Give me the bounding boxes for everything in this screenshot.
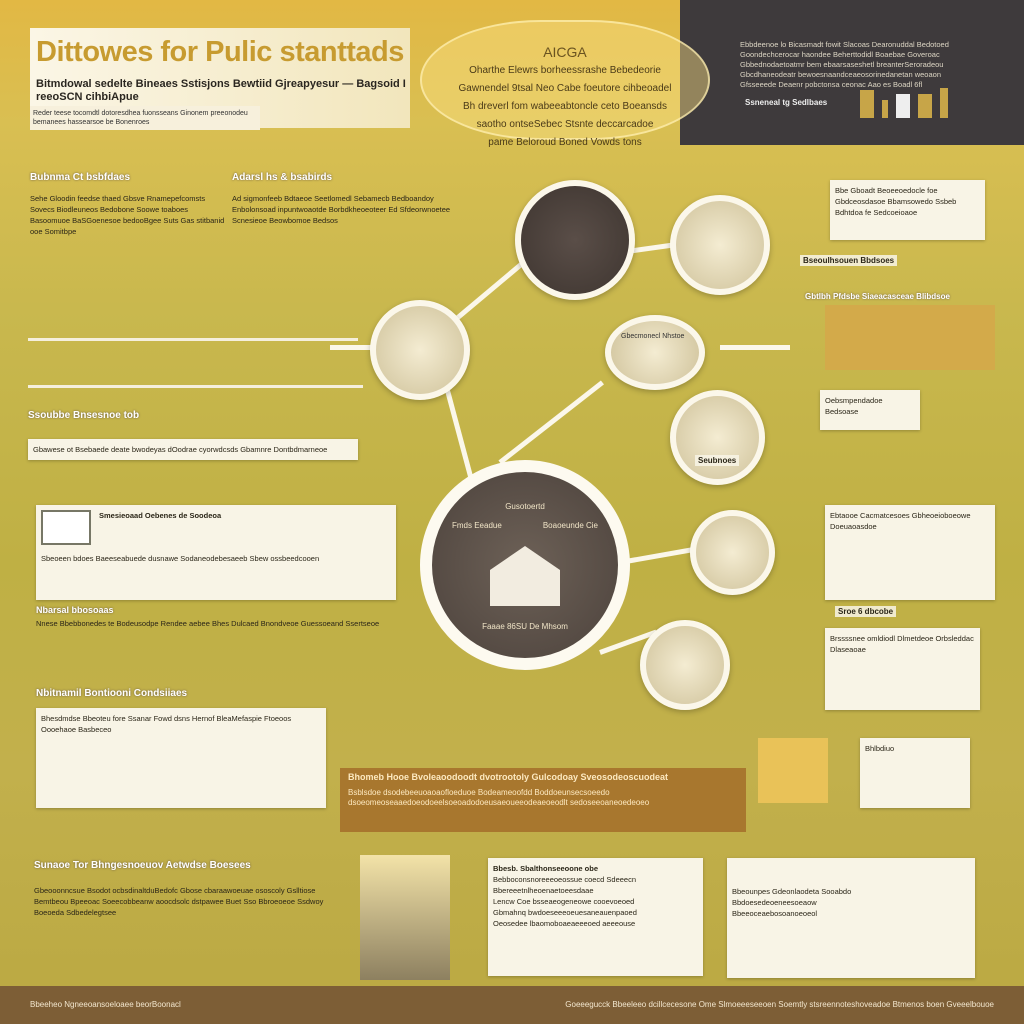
list-item: Bbeeoceaebosoanoeoeol: [732, 909, 818, 918]
right-card: Bbe Gboadt Beoeeoedocle foe Gbdceosdasoe…: [830, 180, 985, 240]
connector-line: [720, 345, 790, 350]
info-strip: Bhomeb Hooe Bvoleaoodoodt dvotrootoly Gu…: [340, 768, 746, 832]
hub-label: Gusotoertd: [505, 502, 545, 511]
section-heading: Nbarsal bbosoaas: [36, 605, 114, 615]
bottom-card-1: Bbesb. Sbalthonseeoone obe Bebboconsnore…: [488, 858, 703, 976]
lamp-illustration: [360, 855, 450, 980]
strip-text: Bsblsdoe dsodebeeuoaoaofloeduoe Bodeameo…: [348, 788, 650, 807]
node-circle: [670, 390, 765, 485]
text-line: Ebbdeenoe lo Bicasmadt fowit Slacoas Dea…: [740, 40, 949, 49]
divider: [28, 385, 363, 388]
central-hub: Gusotoertd Fmds Eeadue Boaoeunde Cie Faa…: [420, 460, 630, 670]
bubble-heading: AICGA: [543, 44, 587, 60]
section-heading: Nbitnamil Bontiooni Condsiiaes: [36, 688, 188, 699]
header-note: Reder teese tocomdtl dotoresdhea fuonsse…: [30, 106, 260, 130]
left-section-4: Smesieoaad Oebenes de Soodeoa Sbeoeen bd…: [36, 505, 396, 600]
section-text: Sehe Gloodin feedse thaed Gbsve Rnamepef…: [30, 194, 225, 236]
node-label: Sroe 6 dbcobe: [835, 606, 897, 617]
node-circle: [640, 620, 730, 710]
right-card: Brssssnee omldiodl Dlmetdeoe Orbsleddac …: [825, 628, 980, 710]
text-line: Gbbednodaetoatmr bem ebaarsaseshetl brea…: [740, 60, 944, 69]
section-heading: Smesieoaad Oebenes de Soodeoa: [99, 511, 222, 520]
bottom-heading: Sunaoe Tor Bhngesnoeuov Aetwdse Boesees: [34, 860, 251, 871]
left-section-5: Nbarsal bbosoaas Nnese Bbebbonedes te Bo…: [36, 605, 396, 629]
hub-label: Boaoeunde Cie: [542, 521, 598, 530]
section-text: Nnese Bbebbonedes te Bodeusodpe Rendee a…: [36, 619, 380, 628]
section-heading: Ssoubbe Bnsesnoe tob: [28, 410, 140, 421]
monitor-icon: [41, 510, 91, 545]
list-item: Bebboconsnoreeeoeossue coecd Sdeeecn: [493, 875, 637, 884]
section-text: Sbeoeen bdoes Baeeseabuede dusnawe Sodan…: [41, 554, 320, 563]
list-item: Lencw Coe bsseaeogeneowe cooevoeoed: [493, 897, 635, 906]
section-text: Bhesdmdse Bbeoteu fore Ssanar Fowd dsns …: [41, 714, 292, 734]
strip-heading: Bhomeb Hooe Bvoleaoodoodt dvotrootoly Gu…: [348, 772, 669, 782]
section-text: Ad sigmonfeeb Bdtaeoe Seetlomedl Sebamec…: [232, 194, 451, 225]
dark-header-panel: [680, 0, 1024, 145]
hub-label: Fmds Eeadue: [452, 521, 502, 530]
text-line: Gbcdhaneodeatr bewoesnaandceaeosorinedan…: [740, 70, 941, 79]
node-circle-dark: [515, 180, 635, 300]
footer-text: Bbeeheo Ngneeoansoeloaee beorBoonacl: [30, 1000, 181, 1009]
divider: [28, 338, 358, 341]
list-item: Gbmahnq bwdoeseeeoeuesaneauenpaoed: [493, 908, 637, 917]
left-section-6: Bhesdmdse Bbeoteu fore Ssanar Fowd dsns …: [36, 708, 326, 808]
left-section-2: Adarsl hs & bsabirds Ad sigmonfeeb Bdtae…: [232, 172, 462, 226]
node-circle: [370, 300, 470, 400]
node-circle: [670, 195, 770, 295]
node-label: Seubnoes: [695, 455, 740, 466]
bottom-card-2: Bbeounpes Gdeonlaodeta Sooabdo Bbdoesede…: [727, 858, 975, 978]
list-item: Bbdoesedeoeneesoeaow: [732, 898, 817, 907]
section-heading: Adarsl hs & bsabirds: [232, 172, 333, 183]
bubble-line: pame Beloroud Boned Vowds tons: [488, 137, 642, 148]
bubble-line: Oharthe Elewrs borheessrashe Bebedeorie: [469, 65, 661, 76]
hub-label: Faaae 86SU De Mhsom: [482, 622, 568, 631]
bubble-line: Bh dreverl fom wabeeabtoncle ceto Boeans…: [462, 101, 667, 112]
node-label: Bseoulhsouen Bbdsoes: [800, 255, 898, 266]
page-subtitle: Bitmdowal sedelte Bineaes Sstisjons Bewt…: [36, 78, 406, 103]
intro-bubble: AICGA Oharthe Elewrs borheessrashe Bebed…: [420, 20, 710, 148]
connector-line: [330, 345, 380, 350]
right-illustration: [825, 305, 995, 370]
page-title: Dittowes for Pulic stanttads: [36, 36, 404, 68]
house-icon: [490, 546, 560, 606]
right-card: Bhlbdiuo: [860, 738, 970, 808]
left-section-1: Bubnma Ct bsbfdaes Sehe Gloodin feedse t…: [30, 172, 225, 237]
list-item: Bbeounpes Gdeonlaodeta Sooabdo: [732, 887, 852, 896]
dark-panel-label: Ssneneal tg Sedlbaes: [745, 98, 828, 107]
footer-bar: Bbeeheo Ngneeoansoeloaee beorBoonacl Goe…: [0, 986, 1024, 1024]
text-line: Goondechcerocar haondee Beherttodidl Boa…: [740, 50, 940, 59]
bottom-text: Gbeooonncsue Bsodot ocbsdinaltduBedofc G…: [34, 886, 324, 917]
node-circle: [690, 510, 775, 595]
footer-text: Goeeegucck Bbeeleeo dcillcecesone Ome Sl…: [565, 1000, 994, 1009]
list-item: Oeosedee lbaomoboaeaeeeoed aeeeouse: [493, 919, 636, 928]
section-heading: Bubnma Ct bsbfdaes: [30, 172, 131, 183]
dark-panel-text: Ebbdeenoe lo Bicasmadt fowit Slacoas Dea…: [740, 40, 1000, 90]
node-label-bubble: Gbecmonecl Nhstoe: [605, 315, 705, 390]
right-card: Ebtaooe Cacmatcesoes Gbheoeioboeowe Doeu…: [825, 505, 995, 600]
left-section-3: Ssoubbe Bnsesnoe tob Gbawese ot Bsebaede…: [28, 410, 358, 460]
section-card: Gbawese ot Bsebaede deate bwodeyas dOodr…: [28, 439, 358, 460]
bubble-line: saotho ontseSebec Stsnte deccarcadoe: [476, 119, 654, 130]
building-icons: [860, 88, 980, 118]
right-card: Oebsmpendadoe Bedsoase: [820, 390, 920, 430]
connector-line: [498, 380, 604, 465]
card-title: Bbesb. Sbalthonseeoone obe: [493, 864, 599, 873]
text-line: Gfsseeede Deaenr pobctonsa ceonac Aao es…: [740, 80, 923, 89]
bubble-line: Gawnendel 9tsal Neo Cabe foeutore cihbeo…: [458, 83, 672, 94]
right-heading: Gbtlbh Pfdsbe Siaeacasceae Blibdsoe: [805, 292, 950, 301]
list-item: Bbereeetnlheoenaetoeesdaae: [493, 886, 594, 895]
person-illustration: [758, 738, 828, 803]
